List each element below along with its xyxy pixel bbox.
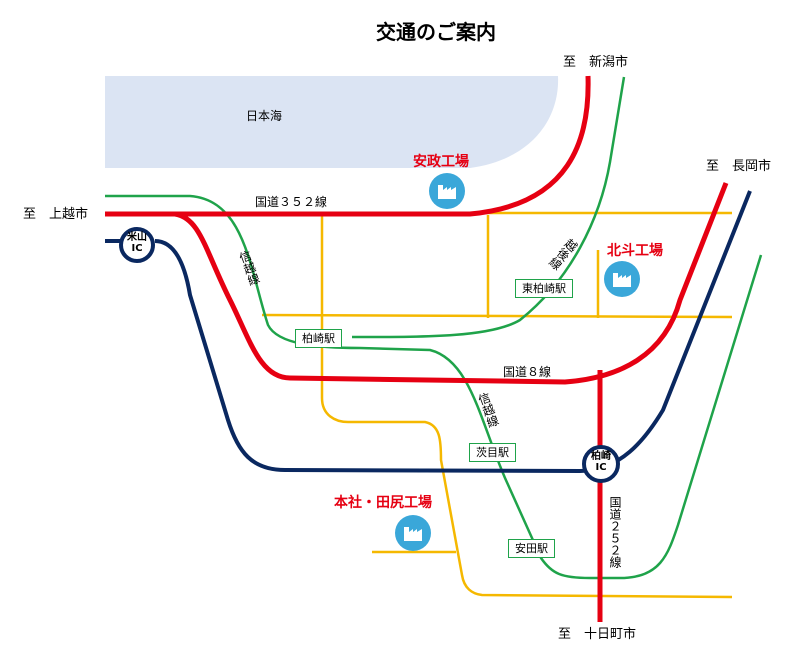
national-roads: [105, 75, 729, 622]
local-roads: [261, 211, 733, 599]
factory-icon: [395, 515, 431, 551]
route352-label: 国道３５２線: [255, 195, 328, 209]
sea-label: 日本海: [246, 109, 283, 123]
kashiwazaki-ic-label: 柏崎IC: [591, 451, 611, 473]
factory-anmasa-label: 安政工場: [413, 154, 469, 170]
direction-nagaoka: 至 長岡市: [706, 159, 772, 174]
station-higashi-kashiwazaki: 東柏崎駅: [515, 279, 573, 298]
local-road: [261, 313, 733, 319]
direction-tokamachi: 至 十日町市: [558, 627, 637, 642]
route8-label: 国道８線: [503, 365, 552, 379]
direction-niigata: 至 新潟市: [563, 55, 629, 70]
kashiwazaki-ic-marker: [582, 445, 620, 483]
factory-honsha-label: 本社・田尻工場: [334, 495, 432, 511]
route252-label: 国道２５２線: [608, 496, 622, 568]
expressway: [105, 190, 752, 474]
railways: [105, 76, 763, 580]
factory-hokuto-label: 北斗工場: [607, 243, 663, 259]
railway-echigo: [351, 76, 626, 339]
station-kashiwazaki: 柏崎駅: [295, 329, 342, 348]
station-yasuda: 安田駅: [508, 539, 555, 558]
local-road: [320, 213, 733, 599]
factory-icon: [604, 261, 640, 297]
railway-shinetsu: [105, 194, 763, 580]
direction-joetsu: 至 上越市: [23, 207, 89, 222]
expressway-line: [105, 190, 752, 474]
yoneyama-ic-label: 米山IC: [127, 232, 147, 254]
route8-road: [174, 182, 729, 385]
sea-area: [105, 76, 559, 168]
route352-road: [105, 75, 591, 217]
yoneyama-ic-marker: [119, 227, 155, 263]
factory-icon: [429, 173, 465, 209]
page-title: 交通のご案内: [376, 20, 496, 44]
station-ibarame: 茨目駅: [469, 443, 516, 462]
